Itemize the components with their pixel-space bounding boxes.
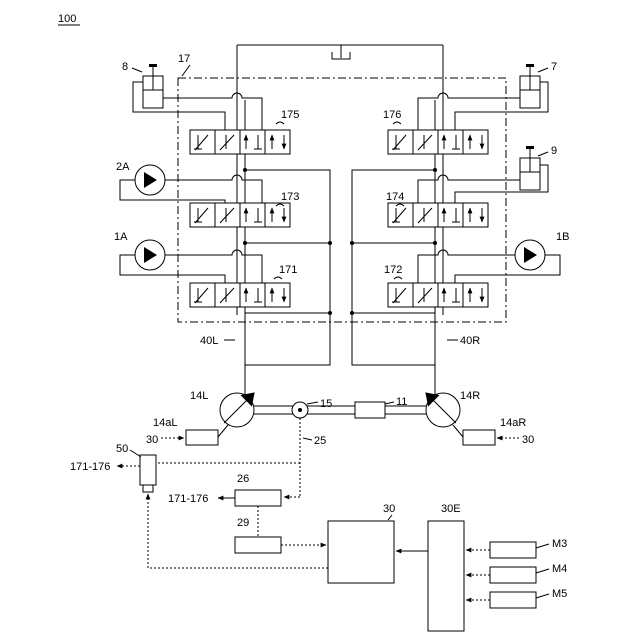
control-valve-172 bbox=[388, 283, 488, 307]
unit-30E bbox=[428, 521, 464, 631]
cylinder-label-9: 9 bbox=[551, 145, 557, 157]
unit-label-30E: 30E bbox=[441, 503, 461, 515]
proportional-valve-50 bbox=[140, 455, 156, 485]
motor-label-1A: 1A bbox=[114, 231, 128, 243]
control-valve-174 bbox=[388, 203, 488, 227]
sensor-M5 bbox=[490, 592, 536, 608]
hydraulic-motor-1B bbox=[515, 240, 545, 270]
valve-label-50: 50 bbox=[116, 443, 128, 455]
valve-label-173: 173 bbox=[281, 191, 299, 203]
line-label-40R: 40R bbox=[460, 335, 480, 347]
cyl9-port-b bbox=[418, 175, 520, 203]
hydraulic-motor-1A bbox=[135, 240, 165, 270]
output-label-50: 171-176 bbox=[70, 461, 110, 473]
pump-label-14R: 14R bbox=[460, 390, 480, 402]
cylinder-label-8: 8 bbox=[122, 61, 128, 73]
pump-14L bbox=[220, 387, 260, 427]
valve-label-26: 26 bbox=[237, 473, 249, 485]
sensor-M3 bbox=[490, 542, 536, 558]
controller-label-30: 30 bbox=[383, 503, 395, 515]
controller-30 bbox=[328, 521, 394, 583]
frame-label: 17 bbox=[178, 53, 190, 65]
signal-label-30-right: 30 bbox=[522, 434, 534, 446]
figure-ref-label: 100 bbox=[58, 13, 76, 25]
regulator-14aL bbox=[186, 430, 218, 445]
valve-26 bbox=[235, 490, 281, 506]
output-label-26: 171-176 bbox=[168, 493, 208, 505]
hydraulic-cylinder-7 bbox=[520, 64, 540, 108]
valve-label-172: 172 bbox=[384, 264, 402, 276]
valve-label-176: 176 bbox=[383, 109, 401, 121]
motor-label-1B: 1B bbox=[556, 231, 569, 243]
valve-label-171: 171 bbox=[279, 264, 297, 276]
hydraulic-motor-2A bbox=[135, 165, 165, 195]
unit-label-29: 29 bbox=[237, 517, 249, 529]
hydraulic-cylinder-9 bbox=[520, 146, 540, 190]
line-25-to-50 bbox=[148, 458, 300, 463]
regulator-14aR bbox=[463, 430, 495, 445]
cylinder-label-7: 7 bbox=[551, 61, 557, 73]
cyl8-port-b bbox=[225, 93, 262, 130]
control-valve-171 bbox=[190, 283, 290, 307]
sensor-label-M3: M3 bbox=[552, 538, 567, 550]
valve-label-174: 174 bbox=[386, 191, 404, 203]
hydraulic-cylinder-8 bbox=[143, 64, 163, 108]
sensor-label-M5: M5 bbox=[552, 588, 567, 600]
regulator-label-14aR: 14aR bbox=[500, 417, 526, 429]
valve-label-175: 175 bbox=[281, 109, 299, 121]
engine-11 bbox=[355, 402, 385, 418]
engine-label-11: 11 bbox=[396, 396, 407, 408]
sensor-label-M4: M4 bbox=[552, 563, 567, 575]
regulator-label-14aL: 14aL bbox=[153, 417, 177, 429]
control-valve-176 bbox=[388, 130, 488, 154]
pump-label-14L: 14L bbox=[190, 390, 208, 402]
control-valve-175 bbox=[190, 130, 290, 154]
signal-label-30-left: 30 bbox=[146, 434, 158, 446]
sensor-M4 bbox=[490, 567, 536, 583]
motor-label-2A: 2A bbox=[116, 161, 130, 173]
control-valve-173 bbox=[190, 203, 290, 227]
line-label-25: 25 bbox=[314, 435, 326, 447]
unit-29 bbox=[235, 537, 281, 553]
pump-14R bbox=[420, 387, 460, 427]
line-label-40L: 40L bbox=[200, 335, 218, 347]
sensor-label-15: 15 bbox=[320, 398, 332, 410]
